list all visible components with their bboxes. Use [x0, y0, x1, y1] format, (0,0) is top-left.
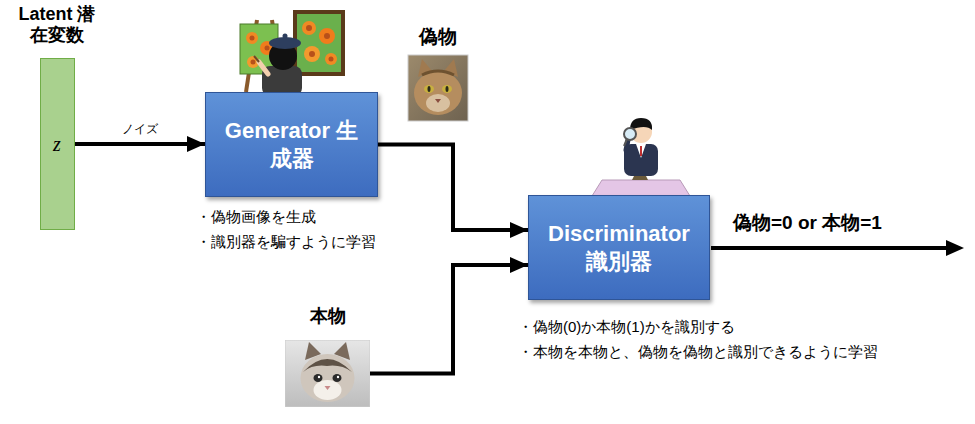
- box-title: Generator 生成器: [217, 117, 366, 172]
- image-heading: 本物: [285, 306, 371, 327]
- artist-illustration-part: [269, 37, 301, 49]
- box-title: Discriminator 識別器: [540, 220, 698, 275]
- output-label: 偽物=0 or 本物=1: [733, 210, 882, 236]
- note-text: ・偽物画像を生成: [196, 208, 316, 227]
- box-content: Generator 生成器: [217, 117, 366, 172]
- fake-cat-image-part: [414, 71, 462, 115]
- examiner-illustration-part: [636, 144, 646, 158]
- fake-cat-image-part: [424, 85, 434, 93]
- fake-cat-image-part: [446, 86, 449, 92]
- examiner-illustration-part: [624, 139, 627, 146]
- note-text: ・偽物(0)か本物(1)かを識別する: [518, 318, 735, 337]
- flow-arrow: [370, 265, 528, 374]
- artist-illustration-part: [319, 28, 335, 44]
- artist-illustration-part: [250, 36, 255, 41]
- fake-cat-image-part: [426, 94, 450, 112]
- generator-box: Generator 生成器: [205, 92, 378, 197]
- output-arrow-part: [946, 240, 964, 256]
- output-arrow: [711, 240, 964, 256]
- note-text: ・識別器を騙すように学習: [196, 233, 376, 252]
- flow-arrow: [75, 142, 206, 146]
- output-arrow-part: [711, 246, 950, 250]
- flow-arrow: [378, 145, 528, 231]
- real-cat-image: [285, 340, 370, 407]
- box-content: Discriminator 識別器: [540, 220, 698, 275]
- examiner-illustration-part: [592, 180, 690, 196]
- artist-illustration-part: [254, 56, 259, 62]
- note-text: ・本物を本物と、偽物を偽物と識別できるように学習: [518, 343, 878, 362]
- edge-label: ノイズ: [120, 121, 160, 138]
- artist-illustration-part: [306, 25, 312, 31]
- latent-variable: Latent 潜在変数 z: [12, 4, 102, 230]
- fake-cat-image-part: [442, 85, 452, 93]
- artist-illustration-part: [324, 33, 330, 39]
- artist-illustration-part: [325, 53, 337, 65]
- discriminator-box: Discriminator 識別器: [528, 195, 710, 300]
- fake-cat-image-part: [435, 99, 441, 103]
- examiner-illustration-part: [640, 146, 642, 156]
- artist-illustration: [240, 10, 345, 96]
- artist-illustration-part: [265, 46, 270, 51]
- node-heading: Latent 潜在変数: [12, 4, 102, 46]
- artist-illustration-part: [304, 46, 320, 62]
- image-heading: 偽物: [419, 24, 457, 50]
- fake-cat-image: [408, 55, 468, 121]
- artist-illustration-part: [251, 60, 256, 65]
- real-cat-image: [285, 340, 370, 407]
- real-image: 本物: [285, 306, 371, 407]
- artist-illustration-part: [302, 21, 316, 35]
- artist-illustration-part: [246, 32, 258, 44]
- fake-cat-image-part: [422, 71, 454, 75]
- fake-cat-image-part: [428, 86, 431, 92]
- examiner-illustration-part: [624, 144, 658, 176]
- latent-bar: z: [40, 58, 75, 230]
- examiner-illustration: [592, 118, 690, 196]
- artist-illustration-part: [297, 14, 341, 72]
- artist-illustration-part: [329, 57, 334, 62]
- artist-illustration-part: [283, 34, 288, 39]
- variable-symbol: z: [53, 133, 61, 156]
- artist-illustration-part: [309, 51, 315, 57]
- examiner-illustration-part: [624, 128, 636, 140]
- artist-illustration-part: [259, 62, 268, 74]
- fake-cat-image-part: [408, 55, 468, 121]
